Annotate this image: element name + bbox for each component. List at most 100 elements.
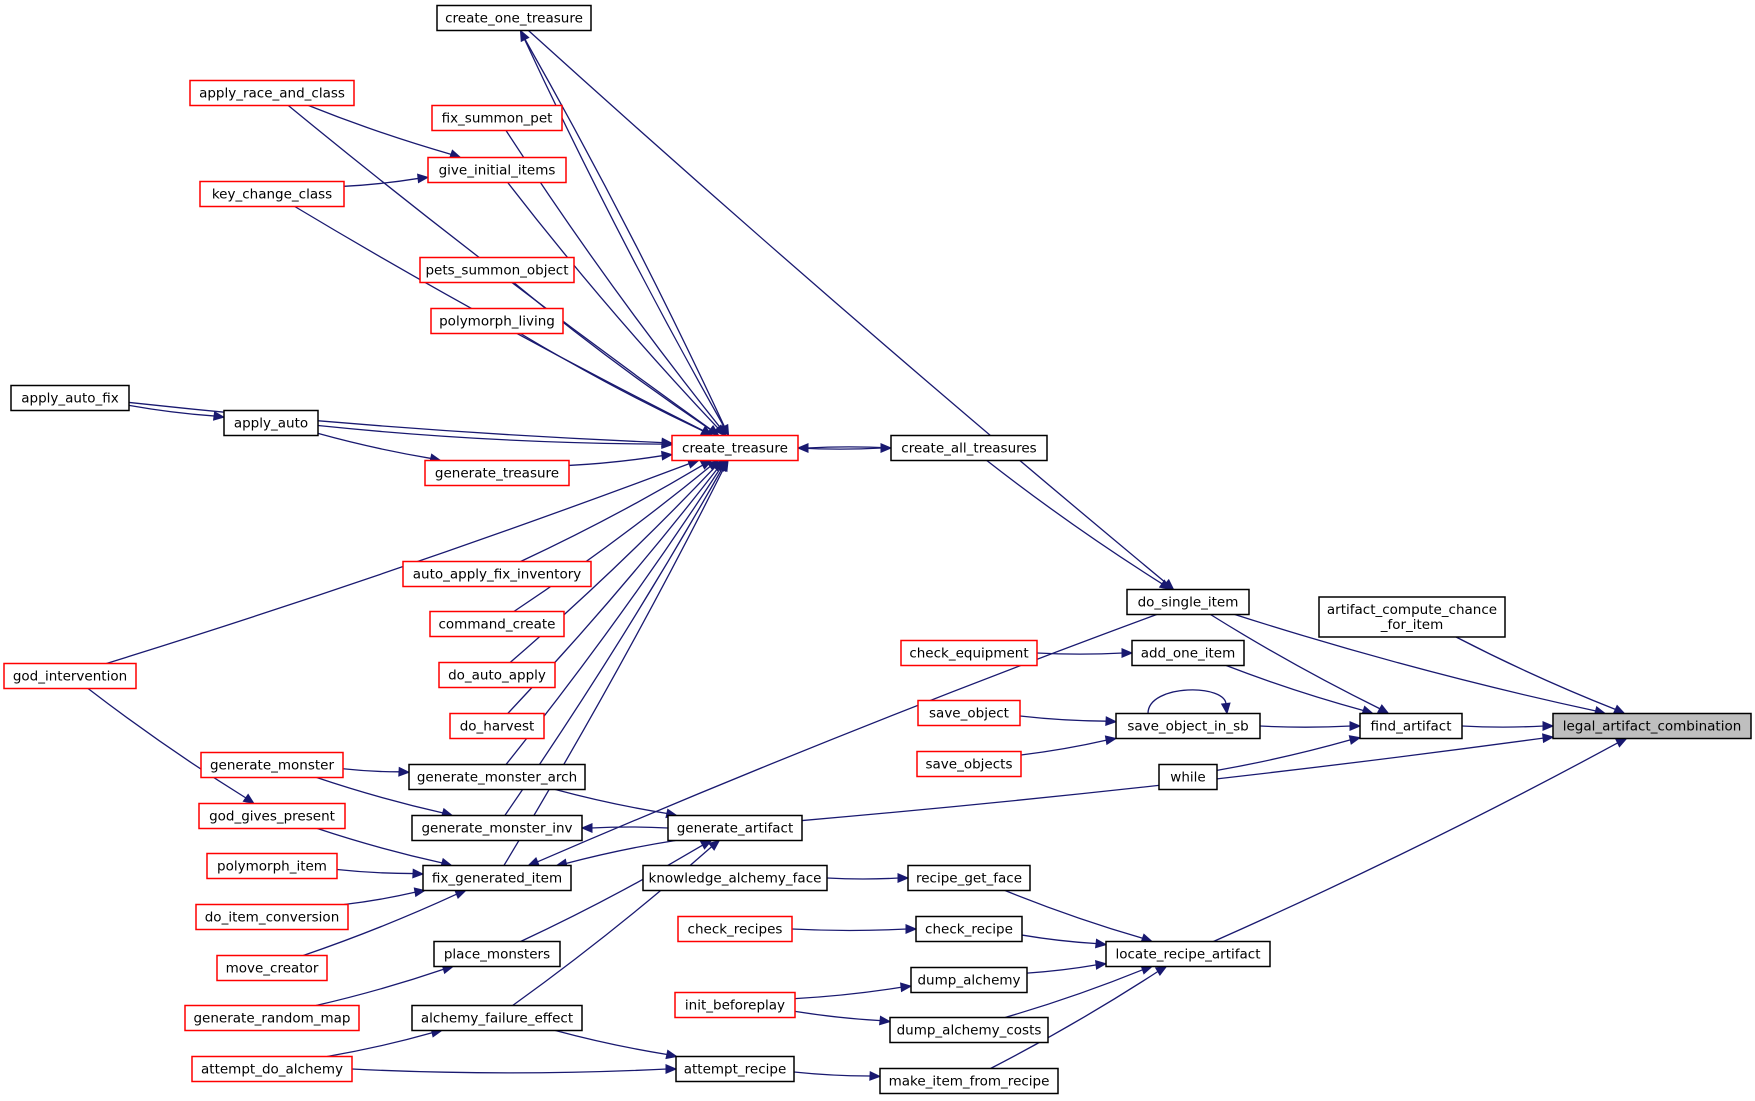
node-check-recipe[interactable]: check_recipe [915, 915, 1023, 943]
edge-make-item-from-recipe-to-locate-recipe-artifact-line [990, 970, 1160, 1070]
node-polymorph-living[interactable]: polymorph_living [430, 307, 564, 335]
node-label: while [1170, 770, 1205, 786]
node-create-treasure[interactable]: create_treasure [671, 434, 799, 462]
node-apply-race-and-class[interactable]: apply_race_and_class [189, 79, 355, 107]
node-locate-recipe-artifact[interactable]: locate_recipe_artifact [1105, 940, 1271, 968]
edge-do-single-item-to-fix-generated-item-line [536, 613, 1157, 863]
node-make-item-from-recipe[interactable]: make_item_from_recipe [879, 1067, 1059, 1095]
node-box [422, 864, 572, 892]
node-auto-apply-fix-inventory[interactable]: auto_apply_fix_inventory [402, 560, 592, 588]
edge-knowledge-alchemy-face-to-recipe-get-face-arrowhead [897, 873, 910, 883]
node-pets-summon-object[interactable]: pets_summon_object [419, 256, 575, 284]
node-generate-random-map[interactable]: generate_random_map [184, 1004, 360, 1032]
node-fix-summon-pet[interactable]: fix_summon_pet [431, 104, 563, 132]
node-generate-monster[interactable]: generate_monster [200, 751, 344, 779]
node-box [223, 409, 319, 437]
node-apply-auto-fix[interactable]: apply_auto_fix [10, 384, 130, 412]
node-do-single-item[interactable]: do_single_item [1126, 588, 1250, 616]
node-label: generate_random_map [193, 1011, 350, 1027]
node-generate-artifact[interactable]: generate_artifact [667, 814, 803, 842]
node-label: apply_race_and_class [199, 86, 345, 102]
node-create-one-treasure[interactable]: create_one_treasure [436, 4, 592, 32]
node-give-initial-items[interactable]: give_initial_items [427, 156, 567, 184]
node-fix-generated-item[interactable]: fix_generated_item [422, 864, 572, 892]
node-create-all-treasures[interactable]: create_all_treasures [890, 434, 1048, 462]
node-find-artifact[interactable]: find_artifact [1359, 712, 1463, 740]
node-knowledge-alchemy-face[interactable]: knowledge_alchemy_face [642, 864, 828, 892]
edge-polymorph-item-to-fix-generated-item-line [336, 868, 415, 875]
node-polymorph-item[interactable]: polymorph_item [206, 852, 338, 880]
edge-do-single-item-to-find-artifact-line [1210, 613, 1381, 710]
edge-key-change-class-to-give-initial-items-line [343, 177, 420, 187]
edge-command-create-to-create-treasure-line [513, 465, 712, 613]
node-save-objects[interactable]: save_objects [916, 750, 1022, 778]
node-label: legal_artifact_combination [1563, 719, 1742, 735]
node-place-monsters[interactable]: place_monsters [433, 940, 561, 968]
edge-while-to-find-artifact-arrowhead [1348, 735, 1362, 745]
node-god-gives-present[interactable]: god_gives_present [198, 802, 346, 830]
edge-generate-artifact-to-fix-generated-item [555, 839, 676, 869]
node-label: create_treasure [682, 441, 788, 457]
node-check-equipment[interactable]: check_equipment [900, 639, 1038, 667]
edge-give-initial-items-to-create-treasure-line [507, 182, 719, 430]
edge-recipe-get-face-to-locate-recipe-artifact [1004, 889, 1154, 943]
node-artifact-compute-chance-for-item[interactable]: artifact_compute_chance_for_item [1318, 596, 1506, 638]
node-box [879, 1067, 1059, 1095]
node-alchemy-failure-effect[interactable]: alchemy_failure_effect [411, 1004, 583, 1032]
edge-knowledge-alchemy-face-to-recipe-get-face-line [826, 877, 900, 880]
node-label: add_one_item [1141, 646, 1236, 662]
node-label: do_item_conversion [205, 910, 340, 926]
node-do-auto-apply[interactable]: do_auto_apply [438, 661, 556, 689]
node-box [910, 966, 1028, 994]
node-do-item-conversion[interactable]: do_item_conversion [195, 903, 349, 931]
node-box [419, 256, 575, 284]
node-legal-artifact-combination[interactable]: legal_artifact_combination [1552, 712, 1752, 740]
node-while[interactable]: while [1158, 763, 1218, 791]
edge-generate-monster-arch-to-generate-artifact-line [555, 788, 668, 815]
node-dump-alchemy-costs[interactable]: dump_alchemy_costs [889, 1016, 1049, 1044]
edge-create-treasure-to-create-one-treasure-line [523, 38, 730, 436]
edge-generate-treasure-to-create-treasure [568, 450, 674, 467]
edge-make-item-from-recipe-to-locate-recipe-artifact-arrowhead [1154, 965, 1168, 977]
node-label: recipe_get_face [916, 871, 1022, 887]
node-god-intervention[interactable]: god_intervention [3, 662, 137, 690]
node-generate-treasure[interactable]: generate_treasure [424, 459, 570, 487]
node-box [216, 954, 328, 982]
node-box [431, 104, 563, 132]
node-save-object[interactable]: save_object [917, 699, 1021, 727]
edge-create-one-treasure-to-do-single-item-line [527, 30, 1168, 585]
node-add-one-item[interactable]: add_one_item [1131, 639, 1245, 667]
node-box [424, 459, 570, 487]
node-attempt-do-alchemy[interactable]: attempt_do_alchemy [191, 1055, 353, 1083]
edge-check-recipe-to-locate-recipe-artifact-line [1021, 934, 1098, 945]
edge-save-object-in-sb-to-save-object-in-sb-arrowhead [1220, 702, 1231, 715]
node-attempt-recipe[interactable]: attempt_recipe [675, 1055, 795, 1083]
node-recipe-get-face[interactable]: recipe_get_face [907, 864, 1031, 892]
node-save-object-in-sb[interactable]: save_object_in_sb [1115, 712, 1261, 740]
node-apply-auto[interactable]: apply_auto [223, 409, 319, 437]
node-label: command_create [439, 617, 556, 633]
node-label: generate_monster_arch [417, 770, 577, 786]
edge-check-recipe-to-locate-recipe-artifact-arrowhead [1095, 938, 1108, 949]
edge-attempt-do-alchemy-to-alchemy-failure-effect-line [327, 1031, 434, 1058]
edge-apply-auto-fix-to-create-treasure [128, 401, 674, 448]
node-label: give_initial_items [439, 163, 556, 179]
edge-attempt-do-alchemy-to-attempt-recipe-arrowhead [665, 1064, 678, 1074]
edge-alchemy-failure-effect-to-generate-artifact-arrowhead [708, 839, 721, 851]
edge-init-beforeplay-to-dump-alchemy-arrowhead [900, 982, 913, 993]
node-dump-alchemy[interactable]: dump_alchemy [910, 966, 1028, 994]
edge-save-object-to-save-object-in-sb [1019, 715, 1118, 727]
node-generate-monster-inv[interactable]: generate_monster_inv [411, 814, 583, 842]
edge-apply-auto-to-generate-treasure-line [317, 432, 432, 460]
node-command-create[interactable]: command_create [429, 610, 565, 638]
edge-generate-artifact-to-generate-monster-inv [580, 823, 669, 833]
node-check-recipes[interactable]: check_recipes [677, 915, 793, 943]
node-move-creator[interactable]: move_creator [216, 954, 328, 982]
node-do-harvest[interactable]: do_harvest [449, 712, 545, 740]
node-init-beforeplay[interactable]: init_beforeplay [674, 991, 796, 1019]
edge-key-change-class-to-give-initial-items-arrowhead [417, 173, 430, 184]
edge-generate-treasure-to-create-treasure-line [568, 454, 664, 467]
node-key-change-class[interactable]: key_change_class [199, 180, 345, 208]
node-generate-monster-arch[interactable]: generate_monster_arch [408, 763, 586, 791]
edge-recipe-get-face-to-locate-recipe-artifact-line [1004, 889, 1144, 940]
